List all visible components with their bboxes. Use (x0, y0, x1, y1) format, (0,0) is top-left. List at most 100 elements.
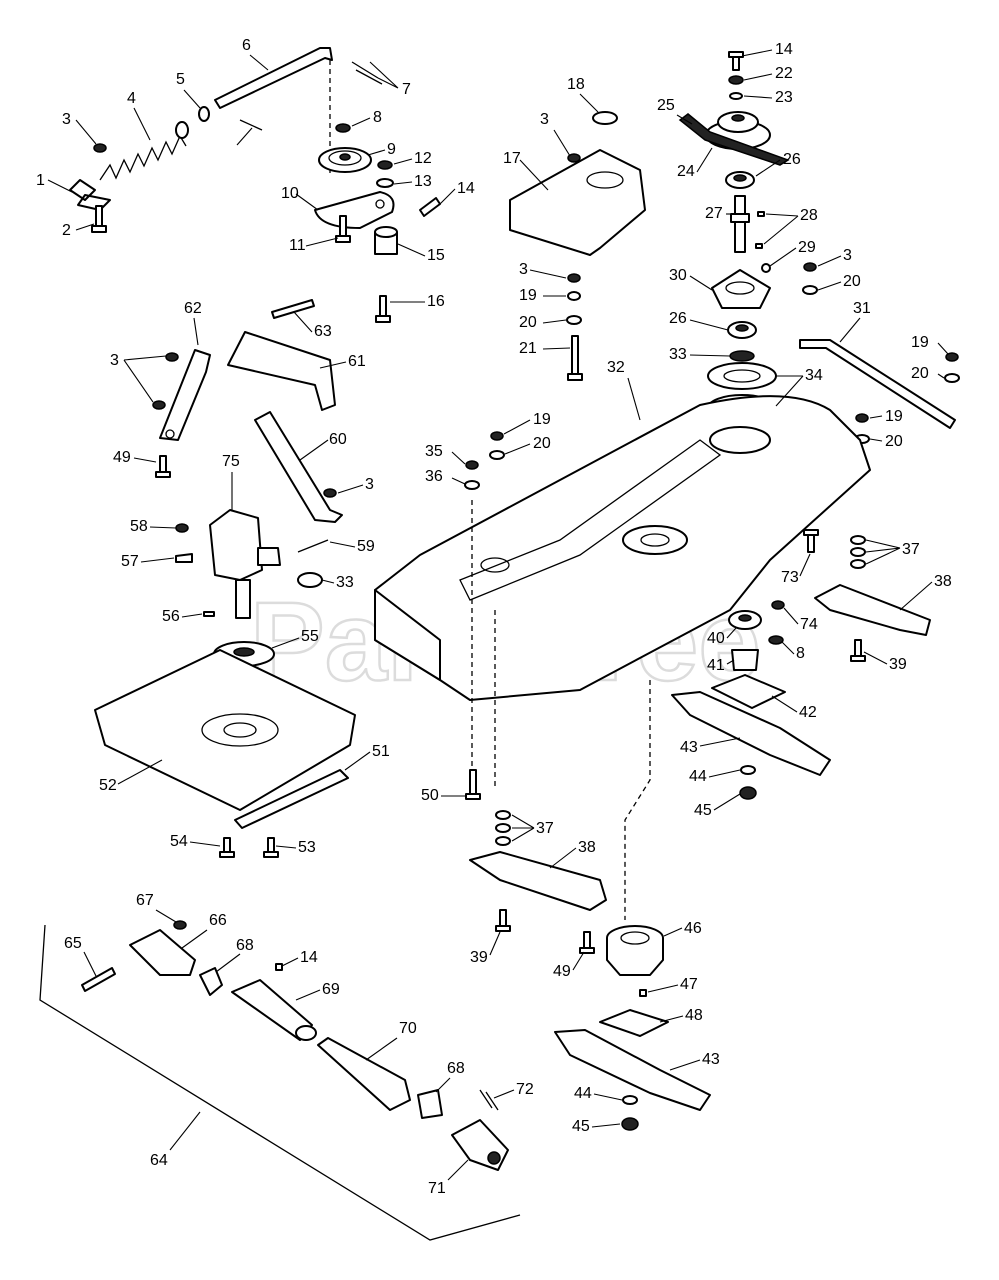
callout-19c: 19 (885, 408, 903, 425)
callout-40: 40 (707, 630, 725, 647)
skid-part-38-center (469, 851, 607, 911)
callout-63: 63 (314, 323, 332, 340)
callout-64: 64 (150, 1152, 168, 1169)
callout-34: 34 (805, 367, 823, 384)
callout-46: 46 (684, 920, 702, 937)
nut-part-74 (771, 600, 785, 610)
callout-47: 47 (680, 976, 698, 993)
callout-33: 33 (669, 346, 687, 363)
callout-61: 61 (348, 353, 366, 370)
callout-42: 42 (799, 704, 817, 721)
nut-part-19-far-right (945, 352, 959, 362)
washer-part-20-deck (489, 450, 505, 460)
spacer-part-15 (374, 226, 398, 255)
callout-30: 30 (669, 267, 687, 284)
callout-29: 29 (798, 239, 816, 256)
bolt-part-49-center (579, 931, 595, 954)
callout-9: 9 (387, 141, 396, 158)
callout-15: 15 (427, 247, 445, 264)
bolt-part-16 (375, 295, 391, 323)
dashed-guide-right (624, 680, 651, 920)
callout-74: 74 (800, 616, 818, 633)
callout-68: 68 (236, 937, 254, 954)
washer-part-22 (728, 75, 744, 85)
nut-part-3-right (803, 262, 817, 272)
callout-13: 13 (414, 173, 432, 190)
seal-part-33-left (297, 572, 323, 588)
shaft-yoke-part-70 (317, 1037, 411, 1111)
key-part-57 (175, 553, 193, 563)
clip-part-72 (479, 1089, 499, 1111)
callout-4: 4 (127, 90, 136, 107)
bearing-part-26-top (725, 171, 755, 189)
driveline-group-bracket-64 (39, 924, 521, 1241)
seal-part-33-right (729, 350, 755, 362)
link-rod-part-31 (799, 339, 956, 429)
bolt-part-21 (567, 335, 583, 381)
washer-part-44-lower (622, 1095, 638, 1105)
callout-8: 8 (373, 109, 382, 126)
blade-part-43-upper (671, 691, 831, 776)
leader-lines (47, 49, 949, 1181)
callout-44b: 44 (574, 1085, 592, 1102)
callout-70: 70 (399, 1020, 417, 1037)
washer-part-23 (729, 92, 743, 100)
spindle-housing-part-30 (711, 269, 771, 309)
callout-44: 44 (689, 768, 707, 785)
bolt-part-53 (263, 837, 279, 858)
skid-part-38-right (814, 584, 931, 636)
washer-part-20-center (566, 315, 582, 325)
callout-18: 18 (567, 76, 585, 93)
nut-part-67 (173, 920, 187, 930)
callout-3f: 3 (365, 476, 374, 493)
spindle-part-46 (606, 925, 664, 976)
callout-7: 7 (402, 81, 411, 98)
callout-11: 11 (289, 237, 306, 254)
nut-part-3-center (567, 273, 581, 283)
callout-75: 75 (222, 453, 240, 470)
bolt-part-50 (465, 769, 481, 800)
callout-49b: 49 (553, 963, 571, 980)
pulley-part-9 (318, 147, 372, 173)
bolt-part-14-top-left (419, 197, 441, 217)
nut-part-19-deck (490, 431, 504, 441)
callout-14b: 14 (775, 41, 793, 58)
bracket-part-60 (254, 411, 343, 523)
callout-20c: 20 (911, 365, 929, 382)
callout-12: 12 (414, 150, 432, 167)
callout-37: 37 (902, 541, 920, 558)
mount-plate-part-52 (94, 649, 356, 811)
callout-48: 48 (685, 1007, 703, 1024)
washers-part-37-center (495, 810, 511, 846)
tube-yoke-part-69 (231, 979, 317, 1041)
callout-20: 20 (519, 314, 537, 331)
callout-35: 35 (425, 443, 443, 460)
callout-10: 10 (281, 185, 299, 202)
callout-3b: 3 (540, 111, 549, 128)
keys-part-28 (755, 211, 765, 249)
adapter-part-42 (711, 674, 786, 709)
callout-22: 22 (775, 65, 793, 82)
callout-59: 59 (357, 538, 375, 555)
callout-38: 38 (934, 573, 952, 590)
callout-58: 58 (130, 518, 148, 535)
washer-part-44-upper (740, 765, 756, 775)
callout-69: 69 (322, 981, 340, 998)
callout-26: 26 (783, 151, 801, 168)
callout-3d: 3 (843, 247, 852, 264)
nut-part-12 (377, 160, 393, 170)
callout-66: 66 (209, 912, 227, 929)
bolt-part-14-top-right (728, 51, 744, 71)
callout-50: 50 (421, 787, 439, 804)
callout-39b: 39 (470, 949, 488, 966)
nut-part-45-lower (621, 1117, 639, 1131)
callout-65: 65 (64, 935, 82, 952)
callout-16: 16 (427, 293, 445, 310)
nut-part-35 (465, 460, 479, 470)
idler-bracket-part-1 (69, 179, 111, 211)
nut-part-3-left-a (165, 352, 179, 362)
pin-part-59 (297, 539, 329, 553)
callout-67: 67 (136, 892, 154, 909)
callout-2: 2 (62, 222, 71, 239)
callout-54: 54 (170, 833, 188, 850)
